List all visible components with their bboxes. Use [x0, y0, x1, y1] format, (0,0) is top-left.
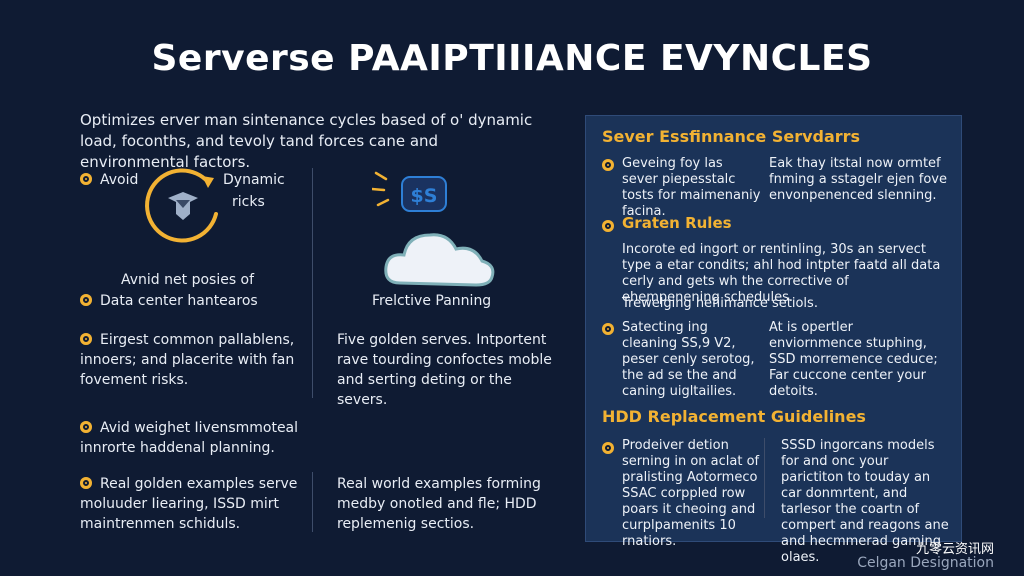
section3-right-text: At is opertler enviornmence stuphing, SS… — [769, 320, 938, 399]
cycle-arrows-icon — [145, 168, 218, 243]
data-center-label: Data center hantearos — [100, 293, 258, 309]
list-item: Real golden examples serve moluuder Iiea… — [80, 474, 305, 534]
section2-note: Trewelging hefiimance setiols. — [622, 296, 818, 311]
footer-credit: Celgan Designation — [857, 555, 994, 571]
data-center-item: Data center hantearos — [80, 291, 258, 311]
item1-text: Eirgest common pallablens, innoers; and … — [80, 332, 295, 388]
list-item: Eirgest common pallablens, innoers; and … — [80, 330, 305, 390]
bullet-icon — [602, 323, 614, 335]
bullet-icon — [602, 159, 614, 171]
bullet-icon — [80, 173, 92, 185]
section1-left-text: Geveing foy las sever piepesstalc tosts … — [622, 156, 761, 219]
avoid-label: Avoid — [100, 172, 139, 188]
section3-left-text: Satecting ing cleaning SS,9 V2, peser ce… — [622, 320, 755, 399]
guidelines-panel: Sever Essfinnance Servdarrs Geveing foy … — [585, 115, 962, 565]
panel-heading-3: HDD Replacement Guidelines — [602, 407, 866, 426]
bullet-icon — [602, 220, 614, 232]
panel-heading-1: Sever Essfinnance Servdarrs — [602, 127, 861, 146]
page-title: Serverse PAAIPTIIIANCE EVYNCLES — [151, 38, 873, 79]
list-item: Avid weighet Iivensmmoteal innrorte hadd… — [80, 418, 320, 458]
panel-divider — [764, 438, 765, 518]
section1-right-text: Eak thay itstal now ormtef fnming a ssta… — [769, 156, 947, 203]
bullet-icon — [80, 294, 92, 306]
predictive-planning-label: Frelctive Panning — [372, 293, 492, 309]
dollar-cloud-icon: $S — [372, 171, 495, 287]
item3-right-text: Real world examples forming medby onotle… — [337, 476, 541, 532]
watermark-text: 九零云资讯网 — [915, 542, 994, 557]
section4-right-text: SSSD ingorcans models for and onc your p… — [781, 438, 949, 565]
avoid-item: Avoid — [80, 170, 138, 190]
avoid-net-label: Avnid net posies of — [121, 272, 255, 288]
column-divider — [312, 472, 313, 532]
dollar-text: $S — [411, 185, 438, 207]
intro-text: Optimizes erver man sintenance cycles ba… — [80, 111, 533, 171]
column-divider — [312, 168, 313, 398]
bullet-icon — [80, 421, 92, 433]
item2-text: Avid weighet Iivensmmoteal innrorte hadd… — [80, 420, 299, 456]
section2-text: Incorote ed ingort or rentinling, 30s an… — [622, 242, 941, 305]
bullet-icon — [80, 477, 92, 489]
item1-right-text: Five golden serves. Intportent rave tour… — [337, 332, 552, 408]
bullet-icon — [80, 333, 92, 345]
section4-left-text: Prodeiver detion serning in on aclat of … — [622, 438, 760, 549]
bullet-icon — [602, 442, 614, 454]
item3-text: Real golden examples serve moluuder Iiea… — [80, 476, 298, 532]
ricks-label: ricks — [232, 194, 265, 210]
panel-heading-2: Graten Rules — [622, 214, 732, 232]
dynamic-label: Dynamic — [223, 172, 285, 188]
